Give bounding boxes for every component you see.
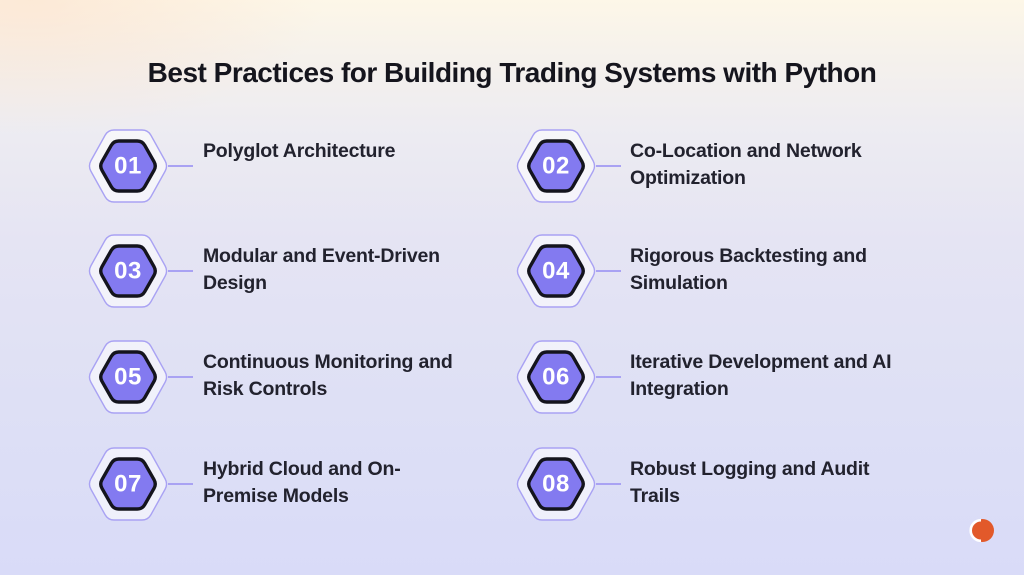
practice-label: Continuous Monitoring and Risk Controls: [203, 349, 453, 403]
label-line: Modular and Event-Driven: [203, 245, 440, 267]
hexagon-fill: [99, 457, 157, 511]
badge-number: 07: [114, 471, 142, 498]
brand-logo-icon: [969, 518, 994, 543]
hexagon-fill: [527, 244, 585, 298]
label-line: Simulation: [630, 272, 728, 294]
practice-label: Polyglot Architecture: [203, 138, 395, 165]
practice-item-01: 01 Polyglot Architecture: [87, 126, 517, 206]
practice-label: Robust Logging and Audit Trails: [630, 456, 869, 510]
practice-item-08: 08 Robust Logging and Audit Trails: [515, 444, 945, 524]
page-title: Best Practices for Building Trading Syst…: [147, 57, 877, 88]
hexagon-fill: [99, 350, 157, 404]
badge-number: 03: [114, 258, 142, 285]
practice-item-03: 03 Modular and Event-Driven Design: [87, 231, 517, 311]
label-line: Risk Controls: [203, 378, 328, 400]
label-line: Continuous Monitoring and: [203, 351, 453, 373]
practice-label: Modular and Event-Driven Design: [203, 243, 440, 297]
badge-number: 05: [114, 364, 142, 391]
label-line: Iterative Development and AI: [630, 351, 892, 373]
practice-item-06: 06 Iterative Development and AI Integrat…: [515, 337, 945, 417]
badge-number: 04: [542, 258, 570, 285]
hexagon-badge-02: 02: [516, 129, 621, 203]
label-line: Premise Models: [203, 485, 349, 507]
label-line: Rigorous Backtesting and: [630, 245, 867, 267]
hexagon-badge-04: 04: [516, 234, 621, 308]
badge-number: 02: [542, 153, 570, 180]
hexagon-badge-06: 06: [516, 340, 621, 414]
hexagon-badge-01: 01: [88, 129, 193, 203]
badge-number: 06: [542, 364, 570, 391]
hexagon-fill: [527, 350, 585, 404]
label-line: Robust Logging and Audit: [630, 458, 870, 480]
practice-item-05: 05 Continuous Monitoring and Risk Contro…: [87, 337, 517, 417]
practice-item-02: 02 Co-Location and Network Optimization: [515, 126, 945, 206]
badge-number: 08: [542, 471, 570, 498]
hexagon-badge-03: 03: [88, 234, 193, 308]
label-line: Polyglot Architecture: [203, 140, 396, 162]
label-line: Optimization: [630, 167, 746, 189]
hexagon-badge-07: 07: [88, 447, 193, 521]
practice-label: Iterative Development and AI Integration: [630, 349, 892, 403]
hexagon-fill: [99, 244, 157, 298]
badge-number: 01: [114, 153, 142, 180]
practice-label: Hybrid Cloud and On- Premise Models: [203, 456, 401, 510]
practice-item-07: 07 Hybrid Cloud and On- Premise Models: [87, 444, 517, 524]
practice-label: Rigorous Backtesting and Simulation: [630, 243, 867, 297]
label-line: Integration: [630, 378, 729, 400]
hexagon-fill: [527, 139, 585, 193]
label-line: Co-Location and Network: [630, 140, 862, 162]
practice-item-04: 04 Rigorous Backtesting and Simulation: [515, 231, 945, 311]
label-line: Trails: [630, 485, 680, 507]
hexagon-badge-08: 08: [516, 447, 621, 521]
hexagon-fill: [99, 139, 157, 193]
label-line: Hybrid Cloud and On-: [203, 458, 401, 480]
hexagon-badge-05: 05: [88, 340, 193, 414]
label-line: Design: [203, 272, 267, 294]
practice-label: Co-Location and Network Optimization: [630, 138, 862, 192]
hexagon-fill: [527, 457, 585, 511]
